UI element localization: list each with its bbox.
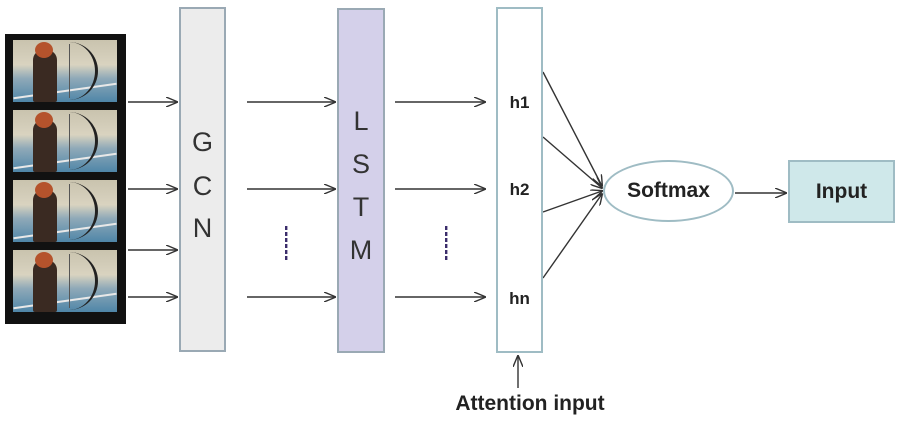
lstm-block: L S T M: [337, 8, 385, 353]
ellipsis-lstm-h: [445, 226, 448, 260]
video-frame: [13, 250, 117, 312]
gcn-letter: C: [192, 171, 213, 201]
lstm-letter: L: [353, 106, 369, 136]
hidden-states-block: h1 h2 hn: [496, 7, 543, 353]
hidden-state-label: hn: [509, 289, 530, 308]
hidden-state-label: h2: [509, 180, 530, 199]
video-frame: [13, 110, 117, 172]
arrow-h-softmax-1: [542, 71, 602, 186]
video-film-strip: [5, 34, 126, 324]
lstm-letter: S: [351, 149, 370, 179]
arrow-h-softmax-4: [542, 194, 602, 279]
gcn-letter: G: [191, 127, 213, 157]
output-label: Input: [815, 179, 868, 203]
softmax-node: Softmax: [603, 160, 734, 222]
arrow-h-softmax-2: [542, 136, 602, 188]
ellipsis-gcn-lstm: [285, 226, 288, 260]
attention-input-label: Attention input: [455, 392, 605, 415]
hidden-state-label: h1: [509, 93, 530, 112]
output-box: Input: [788, 160, 895, 223]
lstm-letter: M: [349, 235, 373, 265]
video-frame: [13, 40, 117, 102]
softmax-label: Softmax: [627, 179, 710, 202]
arrow-h-softmax-3: [542, 191, 602, 213]
gcn-block: G C N: [179, 7, 226, 352]
video-frame: [13, 180, 117, 242]
lstm-letter: T: [352, 192, 370, 222]
gcn-letter: N: [192, 213, 213, 243]
